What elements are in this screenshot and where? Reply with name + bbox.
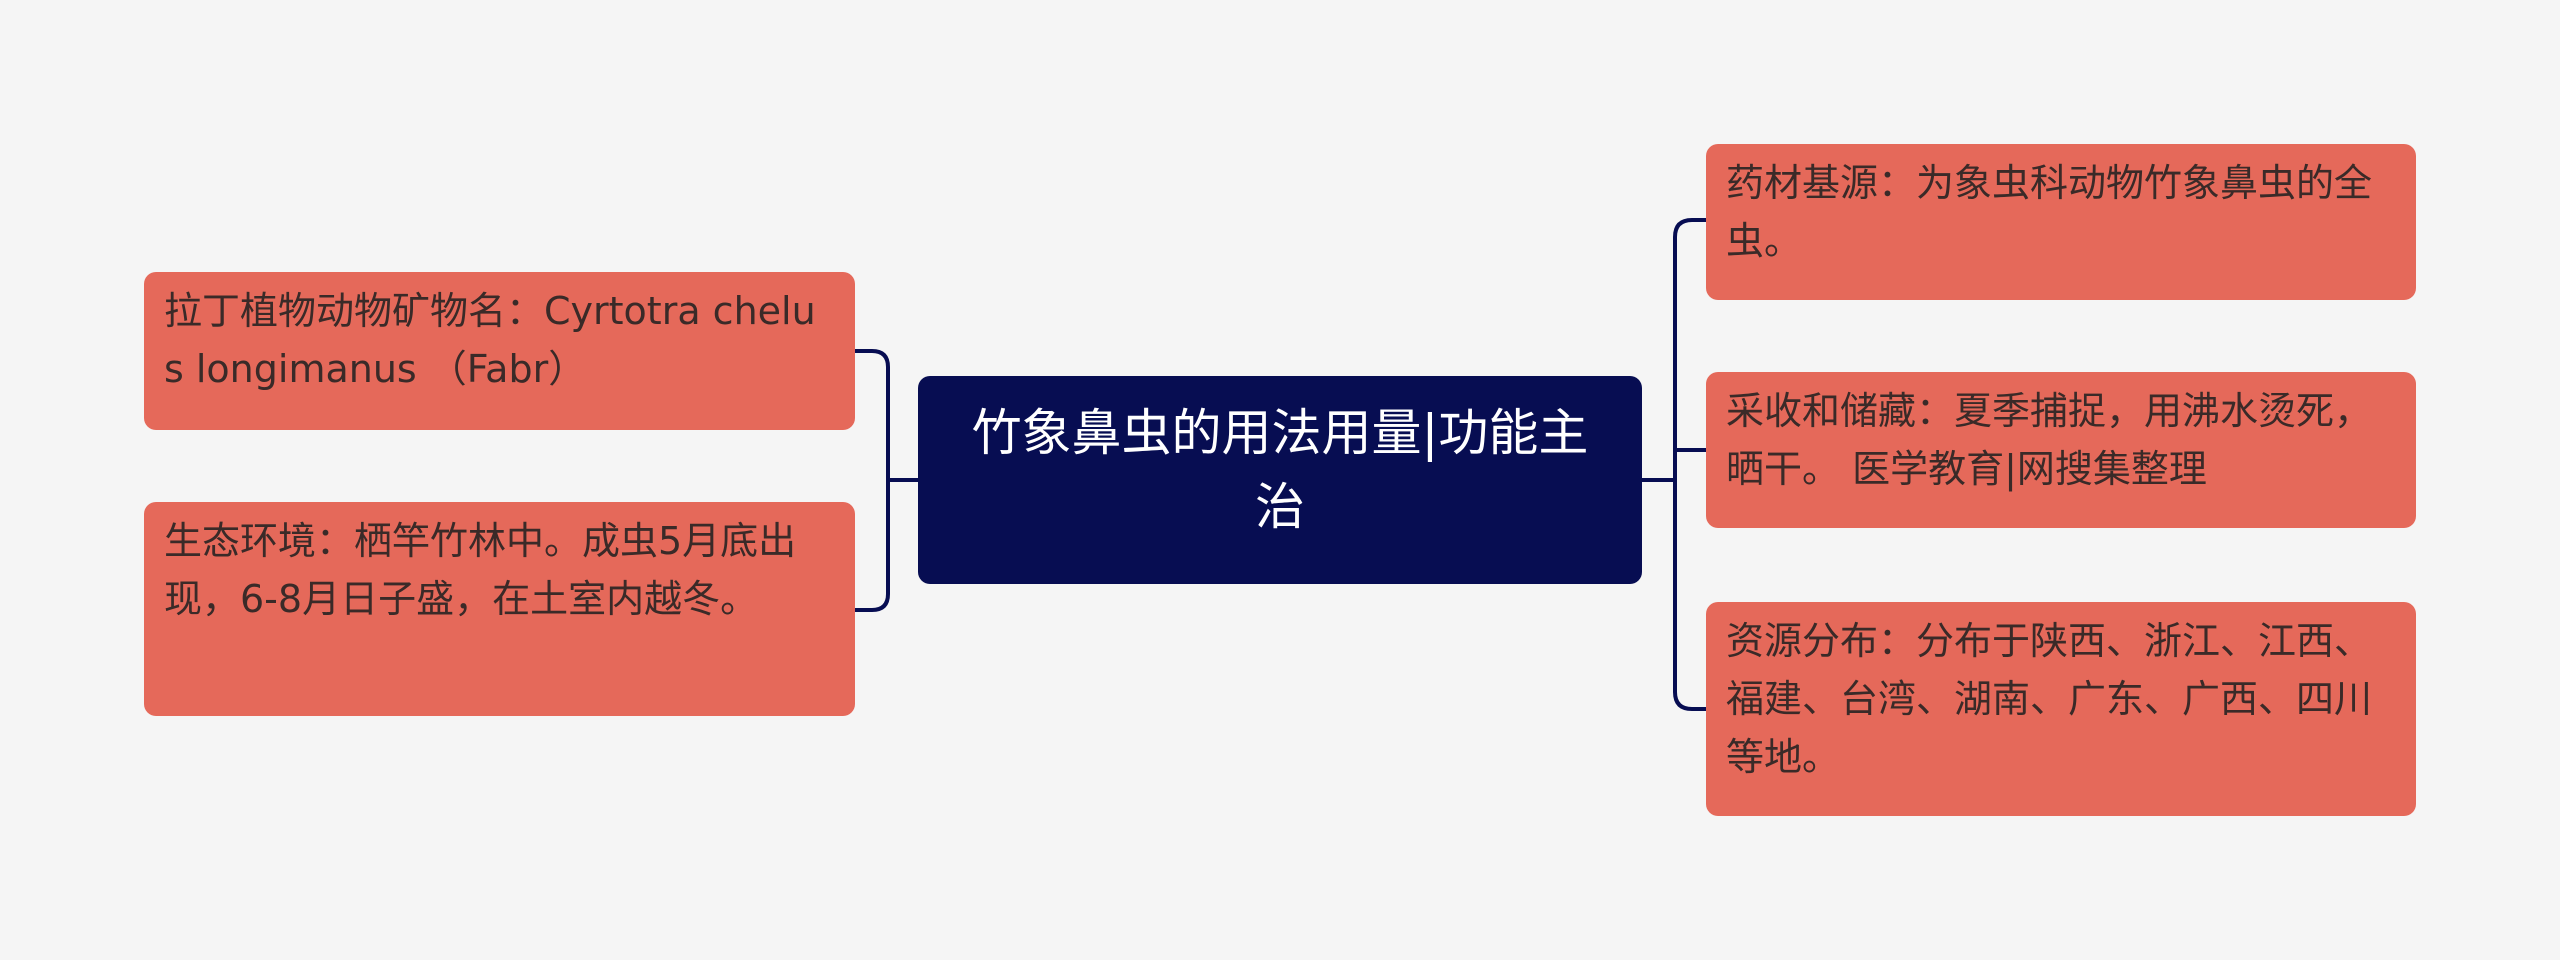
right-node-source-text: 药材基源：为象虫科动物竹象鼻虫的全虫。: [1726, 161, 2373, 263]
left-node-latin-name[interactable]: 拉丁植物动物矿物名：Cyrtotra chelus longimanus （Fa…: [144, 272, 855, 430]
right-node-distribution[interactable]: 资源分布：分布于陕西、浙江、江西、福建、台湾、湖南、广东、广西、四川等地。: [1706, 602, 2416, 816]
right-node-harvest-text: 采收和储藏：夏季捕捉，用沸水烫死，晒干。 医学教育|网搜集整理: [1726, 389, 2373, 491]
left-node-latin-name-text: 拉丁植物动物矿物名：Cyrtotra chelus longimanus （Fa…: [164, 289, 816, 391]
root-topic-label: 竹象鼻虫的用法用量|功能主治: [971, 404, 1589, 536]
connector-left-bracket: [855, 349, 890, 612]
right-node-harvest[interactable]: 采收和储藏：夏季捕捉，用沸水烫死，晒干。 医学教育|网搜集整理: [1706, 372, 2416, 528]
connector-right-bracket: [1673, 218, 1706, 711]
root-topic[interactable]: 竹象鼻虫的用法用量|功能主治: [918, 376, 1642, 584]
left-node-habitat[interactable]: 生态环境：栖竿竹林中。成虫5月底出现，6-8月日子盛，在土室内越冬。: [144, 502, 855, 716]
right-node-source[interactable]: 药材基源：为象虫科动物竹象鼻虫的全虫。: [1706, 144, 2416, 300]
right-node-distribution-text: 资源分布：分布于陕西、浙江、江西、福建、台湾、湖南、广东、广西、四川等地。: [1726, 619, 2373, 779]
left-node-habitat-text: 生态环境：栖竿竹林中。成虫5月底出现，6-8月日子盛，在土室内越冬。: [164, 519, 797, 621]
